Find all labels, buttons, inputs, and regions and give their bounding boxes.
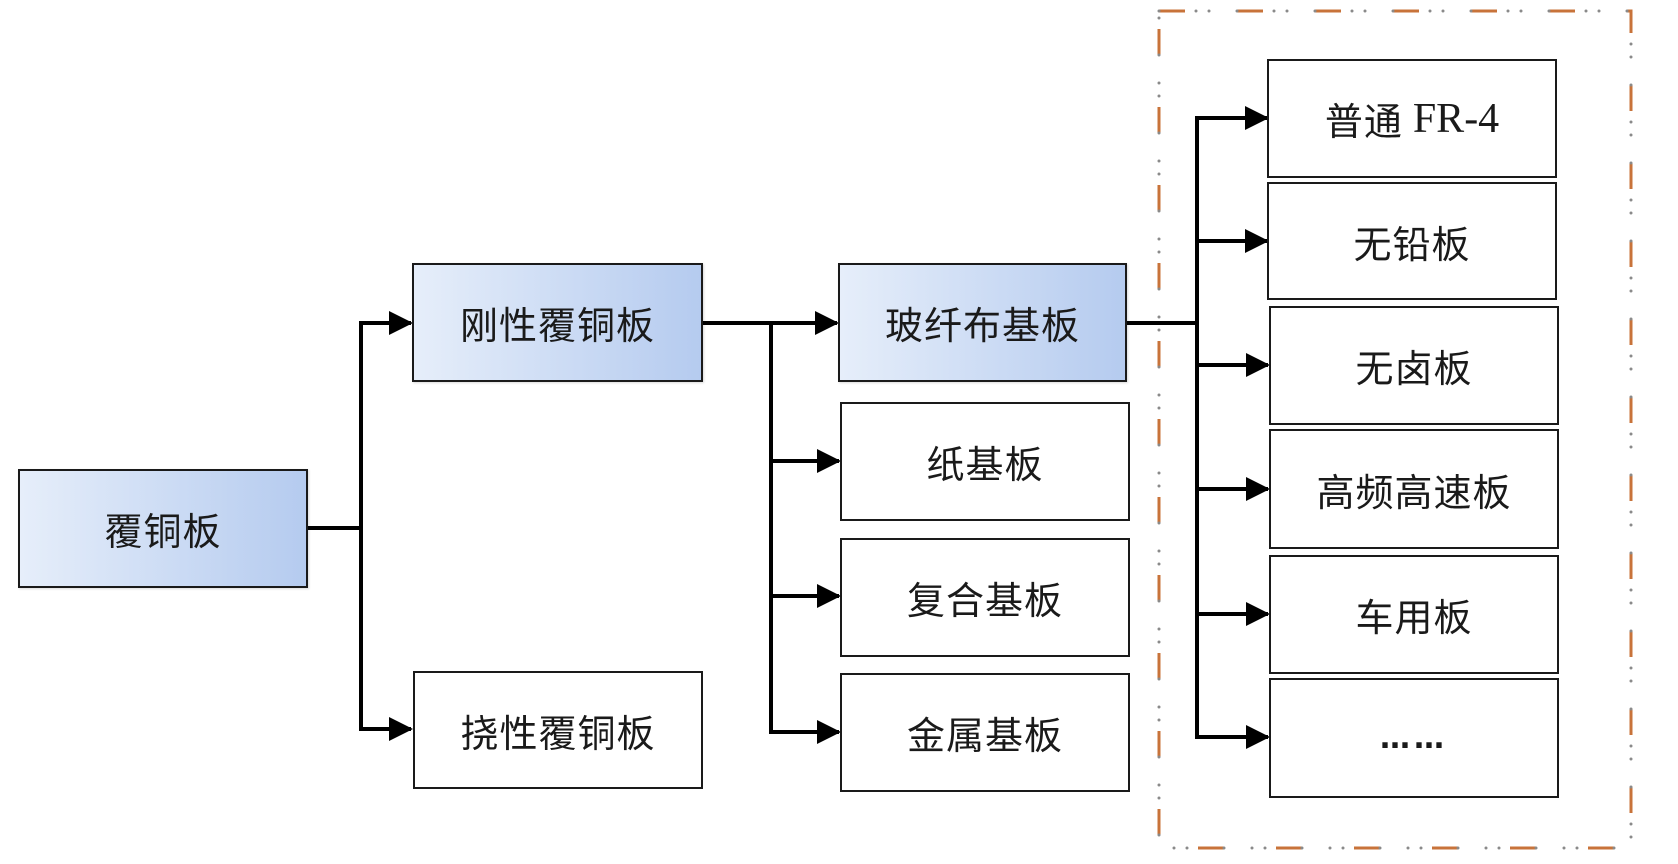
node-automotive: 车用板 bbox=[1269, 555, 1559, 674]
node-metal-label: 金属基板 bbox=[906, 714, 1063, 758]
node-lead-free-label: 无铅板 bbox=[1353, 222, 1471, 267]
node-paper: 纸基板 bbox=[840, 402, 1130, 521]
node-flexible: 挠性覆铜板 bbox=[413, 671, 703, 789]
node-root-label: 覆铜板 bbox=[104, 510, 222, 554]
node-fr4-label-latin: FR-4 bbox=[1412, 95, 1500, 142]
node-root: 覆铜板 bbox=[18, 469, 308, 588]
node-rigid-label: 刚性覆铜板 bbox=[459, 304, 655, 348]
node-composite: 复合基板 bbox=[840, 538, 1130, 657]
node-high-freq-speed: 高频高速板 bbox=[1269, 429, 1559, 549]
node-glass-fiber-label: 玻纤布基板 bbox=[884, 304, 1080, 348]
node-metal: 金属基板 bbox=[840, 673, 1130, 792]
node-halogen-free-label: 无卤板 bbox=[1355, 347, 1473, 391]
node-halogen-free: 无卤板 bbox=[1269, 306, 1559, 425]
node-automotive-label: 车用板 bbox=[1355, 596, 1473, 640]
group-border-subtypes bbox=[1157, 9, 1633, 850]
node-composite-label: 复合基板 bbox=[906, 579, 1063, 623]
node-high-freq-speed-label: 高频高速板 bbox=[1316, 470, 1512, 515]
node-lead-free: 无铅板 bbox=[1267, 182, 1557, 300]
node-more-label: …… bbox=[1380, 720, 1448, 756]
node-fr4: 普通 FR-4 bbox=[1267, 59, 1557, 178]
node-glass-fiber: 玻纤布基板 bbox=[838, 263, 1127, 382]
group-border-dashes bbox=[1157, 9, 1633, 850]
node-paper-label: 纸基板 bbox=[926, 443, 1044, 487]
node-fr4-label: 普通 bbox=[1324, 100, 1403, 144]
node-rigid: 刚性覆铜板 bbox=[412, 263, 703, 382]
node-flexible-label: 挠性覆铜板 bbox=[460, 711, 656, 756]
node-more: …… bbox=[1269, 678, 1559, 798]
